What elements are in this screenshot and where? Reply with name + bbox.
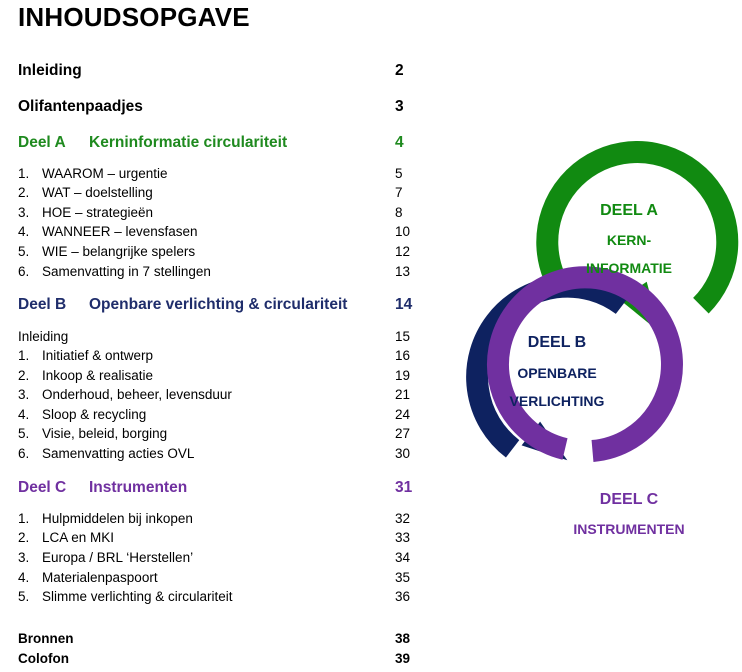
item-page-number: 8 <box>395 205 403 220</box>
item-label: Inleiding <box>18 329 69 344</box>
item-label: Hulpmiddelen bij inkopen <box>42 511 193 526</box>
item-page-number: 12 <box>395 244 411 259</box>
item-label: Samenvatting in 7 stellingen <box>42 264 211 279</box>
toc-page-number: 3 <box>395 98 404 115</box>
item-page-number: 15 <box>395 329 411 344</box>
item-page-number: 34 <box>395 550 411 565</box>
item-page-number: 19 <box>395 368 411 383</box>
toc-entry-bronnen[interactable]: Bronnen <box>18 631 74 646</box>
section-heading-deel-a[interactable]: Deel A <box>18 134 66 152</box>
section-part-label: Deel A <box>18 134 66 151</box>
item-number: 3. <box>18 550 30 565</box>
item-page-number: 30 <box>395 446 411 461</box>
deel-b-subtitle-1: OPENBARE <box>517 365 596 381</box>
section-title: Kerninformatie circulariteit <box>89 134 288 151</box>
item-number: 3. <box>18 205 30 220</box>
item-page-number: 7 <box>395 185 403 200</box>
section-page-number: 31 <box>395 479 413 496</box>
item-number: 1. <box>18 348 30 363</box>
item-number: 6. <box>18 446 30 461</box>
deel-c-subtitle: INSTRUMENTEN <box>573 521 684 537</box>
deel-c-ring-group <box>486 266 683 462</box>
item-number: 4. <box>18 570 30 585</box>
toc-entry-olifantenpaadjes[interactable]: Olifantenpaadjes <box>18 98 143 116</box>
item-number: 1. <box>18 511 30 526</box>
item-label: Sloop & recycling <box>42 407 147 422</box>
toc-entry-inleiding[interactable]: Inleiding <box>18 62 82 80</box>
deel-b-title: DEEL B <box>528 334 586 351</box>
item-page-number: 24 <box>395 407 411 422</box>
item-page-number: 33 <box>395 530 411 545</box>
section-page-number: 4 <box>395 134 404 151</box>
section-part-label: Deel C <box>18 479 67 496</box>
item-number: 2. <box>18 530 30 545</box>
item-number: 3. <box>18 387 30 402</box>
item-page-number: 16 <box>395 348 411 363</box>
section-part-label: Deel B <box>18 296 67 313</box>
section-heading-deel-b[interactable]: Deel B <box>18 296 66 314</box>
item-number: 4. <box>18 407 30 422</box>
item-page-number: 13 <box>395 264 411 279</box>
deel-b-subtitle-2: VERLICHTING <box>510 393 605 409</box>
item-number: 5. <box>18 589 30 604</box>
item-page-number: 27 <box>395 426 411 441</box>
item-number: 5. <box>18 244 30 259</box>
deel-a-subtitle-2: INFORMATIE <box>586 260 672 276</box>
item-page-number: 21 <box>395 387 411 402</box>
page-title: INHOUDSOPGAVE <box>18 2 250 32</box>
item-page-number: 32 <box>395 511 411 526</box>
deel-a-subtitle-1: KERN- <box>607 232 652 248</box>
item-label: WAT – doelstelling <box>42 185 153 200</box>
item-page-number: 36 <box>395 589 411 604</box>
item-label: Onderhoud, beheer, levensduur <box>42 387 232 402</box>
section-title: Instrumenten <box>89 479 188 496</box>
item-label: Slimme verlichting & circulariteit <box>42 589 233 604</box>
item-label: LCA en MKI <box>42 530 115 545</box>
item-number: 5. <box>18 426 30 441</box>
item-page-number: 10 <box>395 224 411 239</box>
item-number: 6. <box>18 264 30 279</box>
deel-a-title: DEEL A <box>600 202 658 219</box>
toc-entry-colofon[interactable]: Colofon <box>18 651 69 666</box>
toc-label: Bronnen <box>18 631 74 646</box>
item-label: Europa / BRL ‘Herstellen’ <box>42 550 194 565</box>
item-label: WANNEER – levensfasen <box>42 224 198 239</box>
deel-c-ring <box>486 266 683 462</box>
section-title: Openbare verlichting & circulariteit <box>89 296 348 313</box>
item-label: WAAROM – urgentie <box>42 166 168 181</box>
item-page-number: 35 <box>395 570 411 585</box>
item-label: WIE – belangrijke spelers <box>42 244 196 259</box>
toc-page-number: 39 <box>395 651 411 666</box>
item-number: 2. <box>18 185 30 200</box>
toc-page-number: 38 <box>395 631 411 646</box>
item-page-number: 5 <box>395 166 403 181</box>
section-page-number: 14 <box>395 296 413 313</box>
item-number: 4. <box>18 224 30 239</box>
item-label: Inkoop & realisatie <box>42 368 154 383</box>
toc-label: Colofon <box>18 651 69 666</box>
item-number: 1. <box>18 166 30 181</box>
item-label: Materialenpaspoort <box>42 570 158 585</box>
section-heading-deel-c[interactable]: Deel C <box>18 479 66 497</box>
circular-arrows-diagram: DEEL A KERN- INFORMATIE DEEL B OPENBARE … <box>466 141 739 537</box>
item-label: Initiatief & ontwerp <box>42 348 154 363</box>
item-label: Samenvatting acties OVL <box>42 446 195 461</box>
item-label: Visie, beleid, borging <box>42 426 168 441</box>
deel-c-title: DEEL C <box>600 491 659 508</box>
deel-a-ring <box>536 141 739 314</box>
toc-page-number: 2 <box>395 62 404 79</box>
toc-label: Inleiding <box>18 62 82 79</box>
item-number: 2. <box>18 368 30 383</box>
item-label: HOE – strategieën <box>42 205 154 220</box>
toc-label: Olifantenpaadjes <box>18 98 143 115</box>
